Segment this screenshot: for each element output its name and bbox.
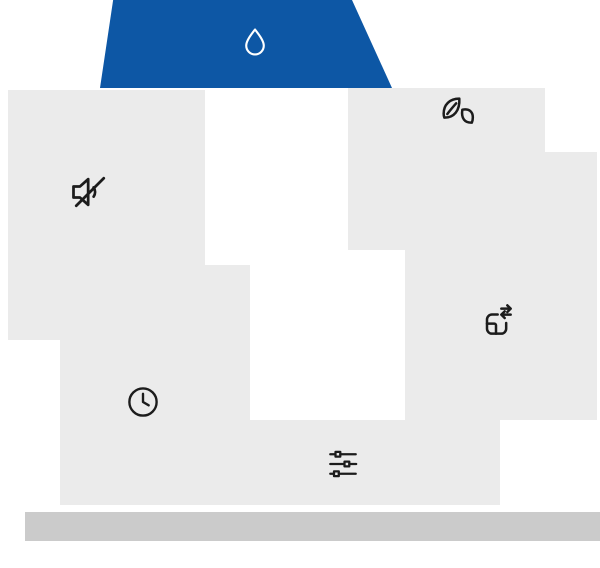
water-drop-icon [238, 25, 272, 59]
eco-leaves-icon[interactable] [438, 92, 478, 132]
panel-water-connection [405, 152, 597, 420]
panel-settings [205, 420, 500, 505]
bottom-bar [25, 512, 600, 541]
sliders-icon[interactable] [325, 446, 361, 482]
clock-icon[interactable] [124, 383, 162, 421]
speaker-muted-icon[interactable] [68, 170, 112, 214]
water-connection-arrows-icon[interactable] [477, 302, 517, 342]
